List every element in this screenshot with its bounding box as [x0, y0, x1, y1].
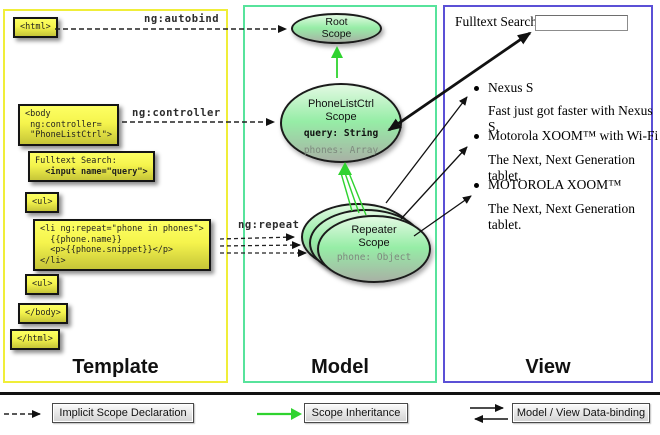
bullet-icon: [474, 183, 479, 188]
legend-implicit-scope-declaration: Implicit Scope Declaration: [52, 403, 194, 423]
phone-item-title: Nexus S: [488, 80, 534, 95]
fulltext-search-label: Fulltext Search:: [455, 14, 541, 29]
legend-green-arrowhead: [291, 408, 302, 420]
repeater-scope-name: Repeater Scope: [351, 224, 397, 249]
phone-item-title: Motorola XOOM™ with Wi-Fi: [488, 128, 659, 143]
model-panel: [243, 5, 437, 383]
phones-property: phones: Array: [303, 145, 379, 156]
repeater-scope-ellipse: Repeater Scope phone: Object: [317, 215, 431, 283]
query-property: query: String: [303, 128, 379, 139]
legend-scope-inheritance: Scope Inheritance: [304, 403, 408, 423]
phonelistctrl-scope-name: PhoneListCtrl Scope: [307, 98, 375, 123]
code-box-html-close: </html>: [10, 329, 60, 350]
code-box-body-close: </body>: [18, 303, 68, 324]
legend-separator: [0, 392, 660, 395]
code-box-li-repeat: <li ng:repeat="phone in phones"> {{phone…: [33, 219, 211, 271]
code-search-input-tag: <input name="query">: [35, 166, 148, 177]
phone-item-desc: The Next, Next Generation tablet.: [488, 152, 635, 183]
phonelistctrl-scope-ellipse: PhoneListCtrl Scope query: String phones…: [280, 83, 402, 163]
phone-item-title: MOTOROLA XOOM™: [488, 177, 622, 192]
code-box-body-open: <body ng:controller= "PhoneListCtrl">: [18, 104, 119, 146]
bullet-icon: [474, 86, 479, 91]
root-scope-name: Root Scope: [321, 16, 352, 40]
legend-model-view-data-binding: Model / View Data-binding: [512, 403, 650, 423]
code-box-ul-close: <ul>: [25, 274, 60, 295]
template-panel-title: Template: [72, 356, 159, 378]
view-panel: [443, 5, 653, 383]
bullet-icon: [474, 134, 479, 139]
ng-repeat-label: ng:repeat: [238, 219, 300, 231]
code-search-label: Fulltext Search:: [35, 156, 117, 166]
view-panel-title: View: [525, 356, 571, 378]
template-panel: [3, 9, 228, 383]
code-box-html-open: <html>: [13, 17, 58, 38]
root-scope-ellipse: Root Scope: [291, 13, 382, 44]
fulltext-search-input[interactable]: [535, 15, 628, 31]
code-box-fulltext-search: Fulltext Search: <input name="query">: [28, 151, 155, 182]
code-box-ul-open: <ul>: [25, 192, 60, 213]
phone-item-desc: The Next, Next Generation tablet.: [488, 201, 635, 232]
phone-property: phone: Object: [336, 252, 412, 263]
ng-autobind-label: ng:autobind: [144, 13, 220, 25]
model-panel-title: Model: [311, 356, 369, 378]
ng-controller-label: ng:controller: [132, 107, 221, 119]
